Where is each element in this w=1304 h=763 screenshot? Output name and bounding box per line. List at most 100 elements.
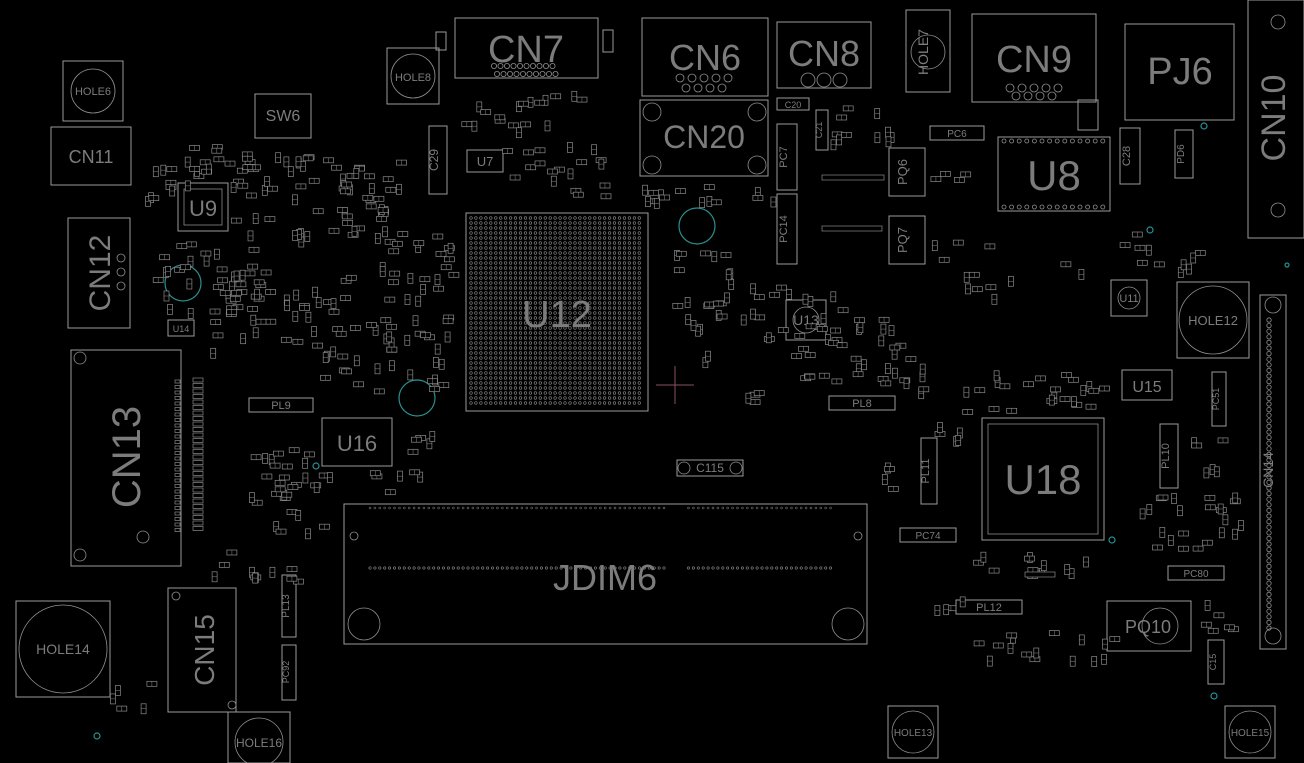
cn6-connector[interactable]: CN6 — [641, 17, 769, 97]
cn20-connector[interactable]: CN20 — [639, 99, 769, 177]
cn7-connector[interactable]: CN7 — [454, 17, 599, 79]
hole13-mount[interactable]: HOLE13 — [887, 705, 939, 759]
pq10-transistor[interactable]: PQ10 — [1106, 600, 1192, 652]
c115-capacitor[interactable]: C115 — [676, 459, 744, 477]
origin-marker — [656, 366, 694, 404]
pq6-label: PQ6 — [895, 159, 910, 185]
u9-chip[interactable]: U9 — [177, 182, 229, 232]
cn13-connector[interactable]: CN13 — [70, 349, 204, 567]
u15-label: U15 — [1132, 379, 1161, 396]
u13-chip[interactable]: U13 — [785, 299, 827, 341]
pl8-label: PL8 — [852, 398, 872, 410]
cn9-label: CN9 — [996, 39, 1072, 81]
pc51-capacitor[interactable]: PC51 — [1211, 371, 1227, 427]
hole12-mount[interactable]: HOLE12 — [1176, 281, 1250, 359]
cn7-label: CN7 — [488, 29, 564, 71]
cn9-connector[interactable]: CN9 — [971, 13, 1097, 103]
pd6-diode[interactable]: PD6 — [1174, 129, 1194, 179]
pc14-capacitor[interactable]: PC14 — [776, 193, 798, 265]
u16-chip[interactable]: U16 — [321, 417, 393, 467]
u8-chip[interactable]: U8 — [997, 136, 1111, 212]
pc51-label: PC51 — [1211, 388, 1221, 411]
hole8-label: HOLE8 — [395, 72, 431, 84]
cn15-connector[interactable]: CN15 — [167, 587, 237, 713]
pc14-label: PC14 — [778, 215, 790, 243]
pc92-capacitor[interactable]: PC92 — [281, 644, 297, 701]
u9-label: U9 — [189, 196, 217, 221]
c29-label: C29 — [427, 149, 441, 171]
u18-chip[interactable]: U18 — [981, 417, 1105, 541]
u15-chip[interactable]: U15 — [1121, 369, 1173, 401]
pl13-inductor[interactable]: PL13 — [281, 574, 297, 638]
pl12-inductor[interactable]: PL12 — [955, 599, 1023, 615]
u7-chip[interactable]: U7 — [466, 149, 504, 173]
pq7-transistor[interactable]: PQ7 — [888, 215, 926, 265]
cn20-label: CN20 — [663, 119, 745, 155]
pl10-label: PL10 — [1160, 443, 1172, 469]
hole6-label: HOLE6 — [75, 86, 111, 98]
hole15-mount[interactable]: HOLE15 — [1224, 705, 1276, 759]
pc7-capacitor[interactable]: PC7 — [776, 123, 798, 191]
pl8-inductor[interactable]: PL8 — [828, 395, 896, 411]
hole16-mount[interactable]: HOLE16 — [227, 711, 291, 763]
jdim6-memory-slot[interactable]: JDIM6 — [343, 503, 868, 645]
pl11-inductor[interactable]: PL11 — [920, 437, 938, 505]
hole7-mount[interactable]: HOLE7 — [905, 9, 951, 93]
pc92-label: PC92 — [281, 661, 291, 684]
c29-capacitor[interactable]: C29 — [427, 125, 448, 195]
pj6-jack[interactable]: PJ6 — [1124, 23, 1235, 121]
cn14-connector[interactable]: CN14 — [1259, 294, 1287, 650]
u11-label: U11 — [1119, 293, 1138, 305]
c21-label: C21 — [814, 122, 824, 139]
pq10-label: PQ10 — [1125, 617, 1171, 637]
sw6-switch[interactable]: SW6 — [254, 93, 312, 139]
c21-capacitor[interactable]: C21 — [814, 109, 829, 151]
pc7-label: PC7 — [778, 146, 790, 167]
pl9-label: PL9 — [271, 400, 291, 412]
smd-components — [110, 90, 1244, 715]
pl12-label: PL12 — [976, 602, 1002, 614]
cn11-connector[interactable]: CN11 — [50, 126, 132, 186]
pc6-capacitor[interactable]: PC6 — [929, 125, 985, 141]
pc74-capacitor[interactable]: PC74 — [899, 527, 957, 543]
cn15-label: CN15 — [189, 614, 220, 686]
cn11-label: CN11 — [69, 147, 114, 167]
pl11-label: PL11 — [920, 459, 932, 484]
cn12-connector[interactable]: CN12 — [67, 217, 131, 329]
hole16-label: HOLE16 — [236, 736, 282, 750]
c20-capacitor[interactable]: C20 — [776, 97, 810, 111]
pc80-label: PC80 — [1183, 569, 1208, 580]
hole15-label: HOLE15 — [1231, 728, 1270, 739]
pl9-inductor[interactable]: PL9 — [248, 397, 314, 413]
cn10-label: CN10 — [1255, 75, 1293, 162]
sw6-label: SW6 — [266, 108, 301, 125]
u12-bga-chip[interactable]: U12 — [465, 212, 649, 412]
jdim6-label: JDIM6 — [553, 557, 657, 598]
c15-capacitor[interactable]: C15 — [1207, 639, 1225, 685]
pd6-label: PD6 — [1176, 144, 1187, 164]
u8-label: U8 — [1027, 152, 1081, 199]
c28-label: C28 — [1121, 146, 1133, 166]
cn8-connector[interactable]: CN8 — [776, 21, 872, 89]
c28-capacitor[interactable]: C28 — [1119, 127, 1141, 185]
pl10-inductor[interactable]: PL10 — [1159, 423, 1179, 489]
pc6-label: PC6 — [947, 129, 967, 140]
cn10-connector[interactable]: CN10 — [1247, 0, 1304, 239]
pq7-label: PQ7 — [895, 227, 910, 253]
pc80-capacitor[interactable]: PC80 — [1167, 565, 1225, 581]
u14-chip[interactable]: U14 — [167, 319, 195, 337]
u11-chip[interactable]: U11 — [1110, 279, 1148, 317]
hole14-label: HOLE14 — [36, 641, 90, 657]
c115-label: C115 — [696, 461, 724, 475]
hole8-mount[interactable]: HOLE8 — [386, 47, 440, 105]
hole6-mount[interactable]: HOLE6 — [62, 60, 124, 122]
c15-label: C15 — [1208, 654, 1218, 671]
cn12-label: CN12 — [84, 235, 117, 312]
hole7-label: HOLE7 — [915, 29, 931, 75]
u18-label: U18 — [1004, 456, 1081, 503]
pq6-transistor[interactable]: PQ6 — [888, 147, 926, 197]
u16-label: U16 — [337, 431, 377, 456]
u14-label: U14 — [173, 324, 190, 334]
hole14-mount[interactable]: HOLE14 — [15, 600, 111, 698]
